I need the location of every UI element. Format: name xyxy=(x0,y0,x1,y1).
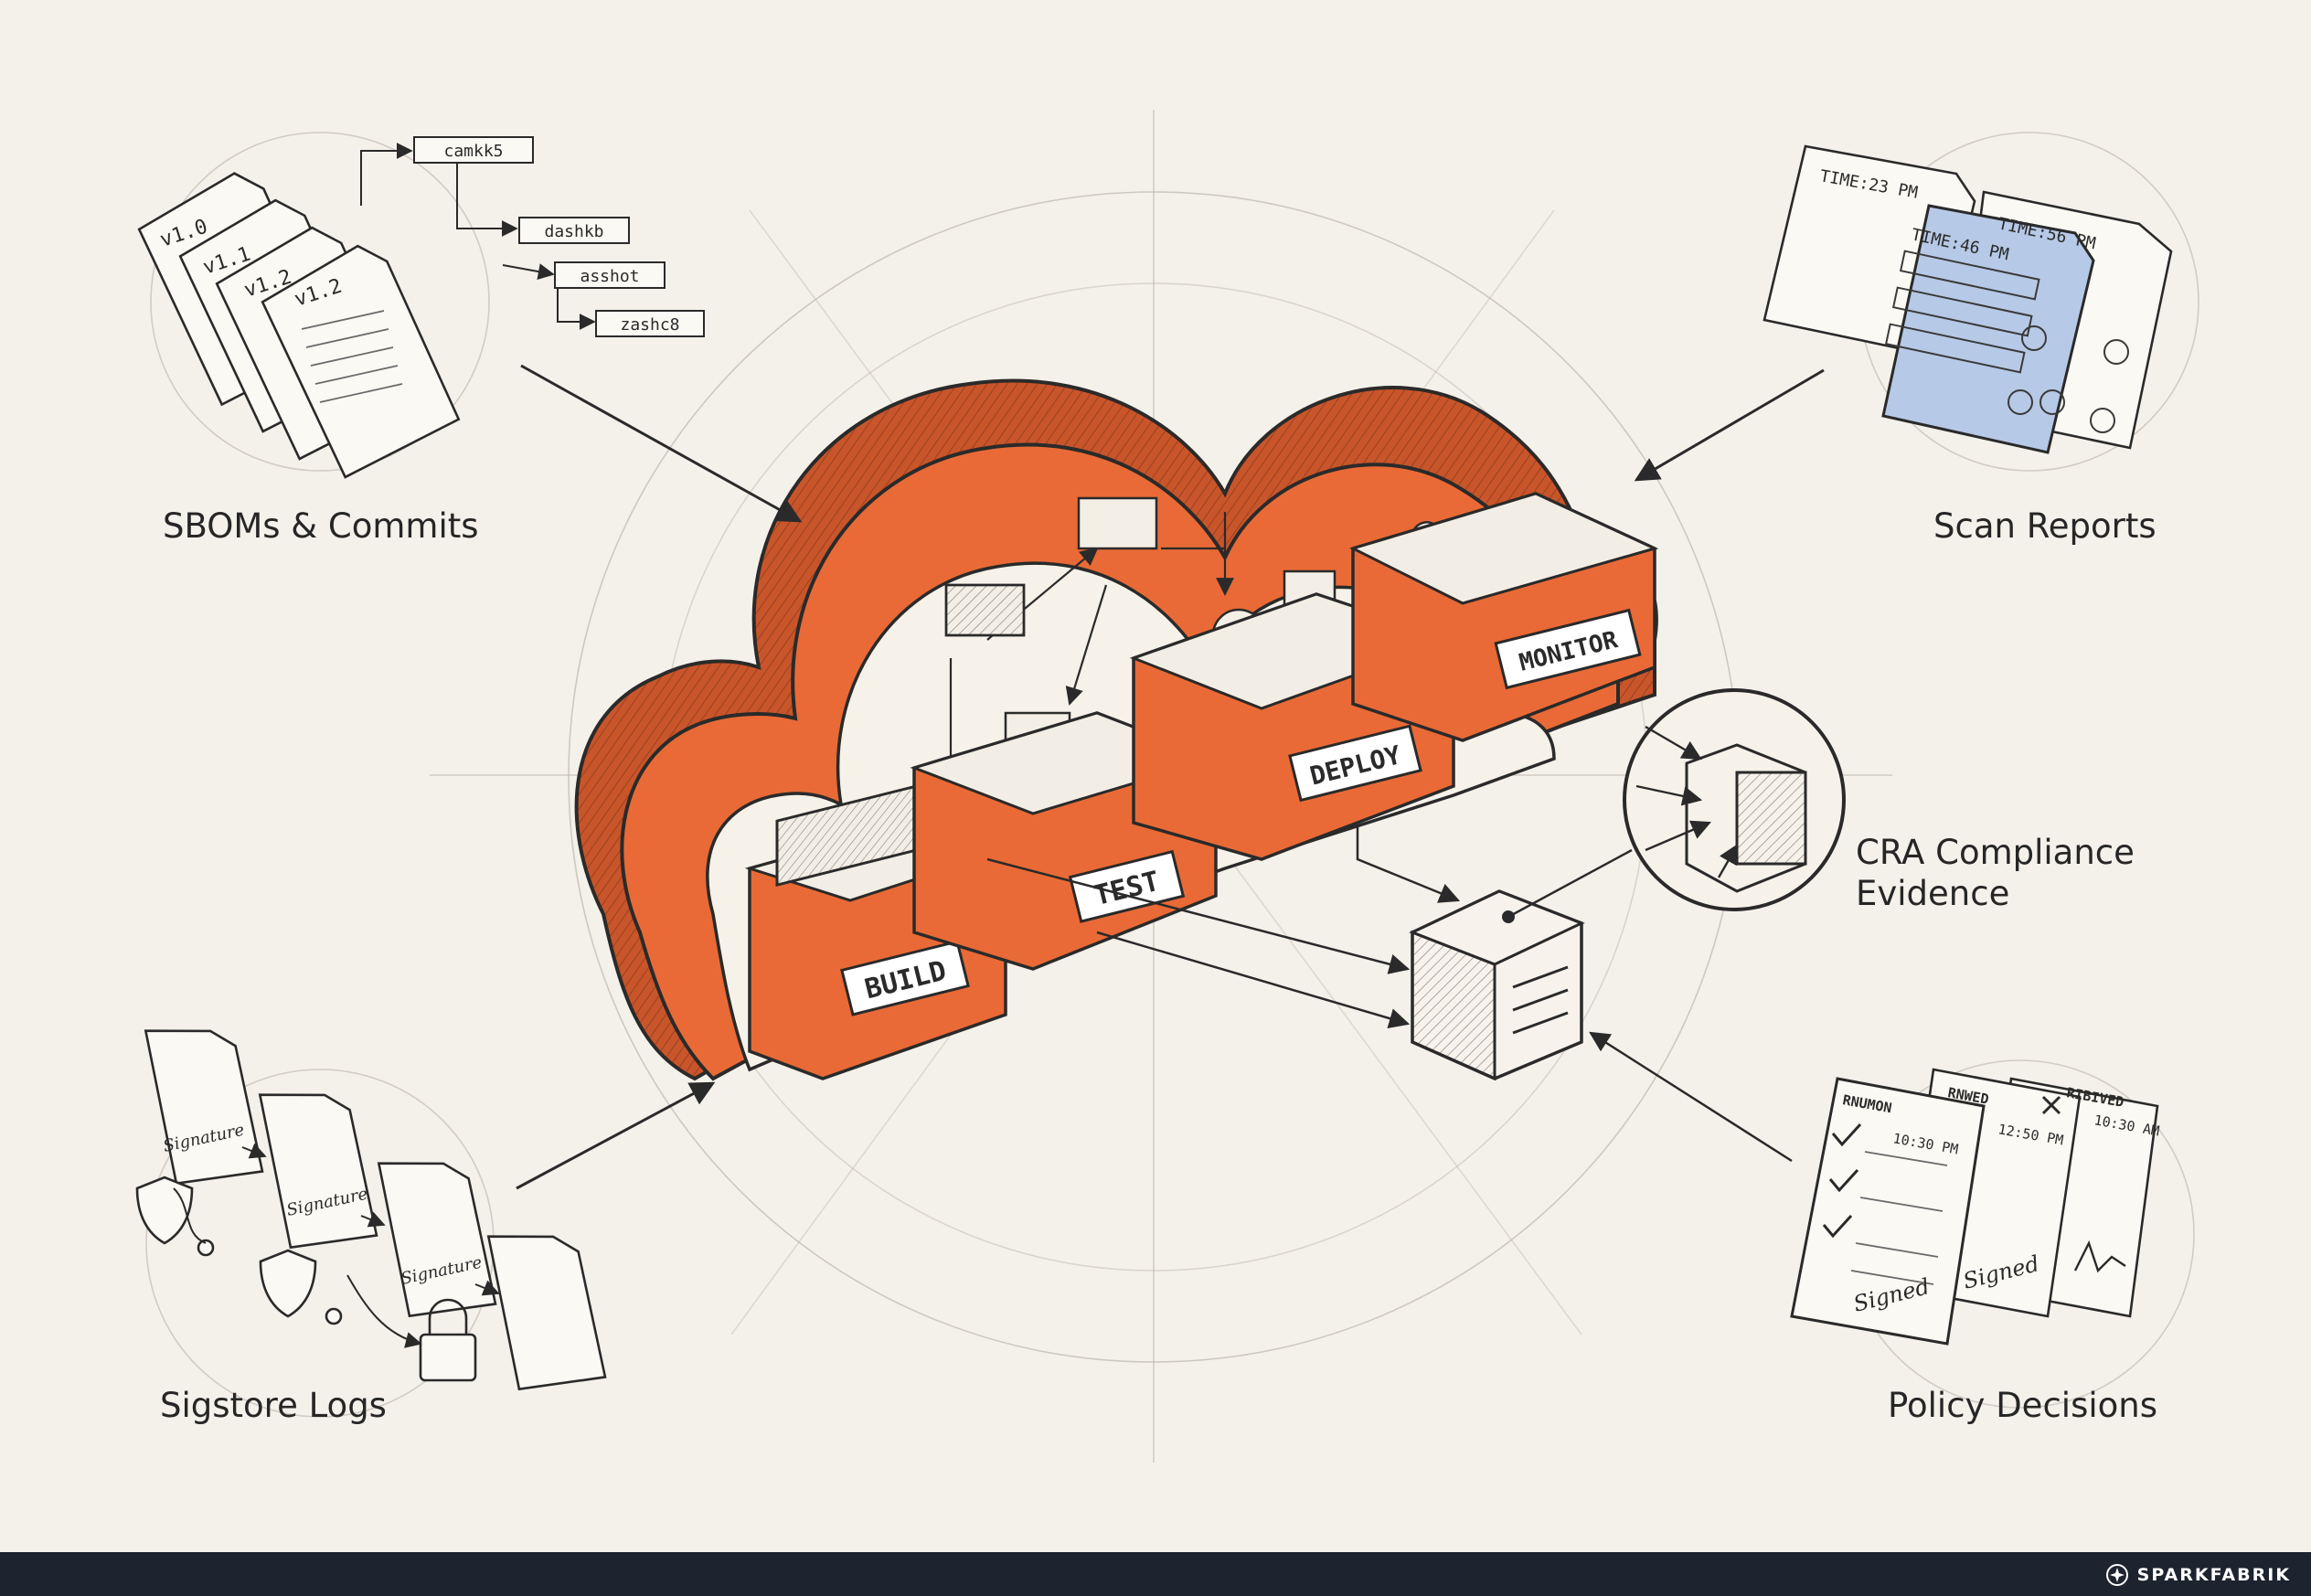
evidence-store xyxy=(1412,891,1581,1079)
label-cra-line2: Evidence xyxy=(1856,873,2009,915)
sbom-documents: v1.0 v1.1 v1.2 v1.2 camkk5 dashkb asshot… xyxy=(134,137,704,484)
brand-name: SPARKFABRIK xyxy=(2137,1565,2291,1585)
label-scan-reports: Scan Reports xyxy=(1933,505,2157,548)
commit-4: zashc8 xyxy=(620,315,679,335)
lock-icon xyxy=(421,1335,475,1380)
shield-icon xyxy=(261,1250,315,1316)
sparkfabrik-logo-icon xyxy=(2105,1563,2129,1587)
label-cra-line1: CRA Compliance xyxy=(1856,832,2135,874)
sigstore-documents: Signature Signature Signature xyxy=(137,1017,605,1390)
commit-3: asshot xyxy=(580,267,639,286)
commit-2: dashkb xyxy=(544,222,603,241)
scan-report-documents: TIME:23 PM TIME:46 PM TIME:56 PM xyxy=(1764,146,2171,452)
brand-logo[interactable]: SPARKFABRIK xyxy=(2105,1563,2291,1587)
commit-1: camkk5 xyxy=(443,142,503,161)
label-policy-decisions: Policy Decisions xyxy=(1888,1385,2157,1427)
label-sboms-commits: SBOMs & Commits xyxy=(163,505,479,548)
pipeline-illustration: BUILD TEST DEPLOY MONITOR xyxy=(0,0,2311,1552)
footer-bar: SPARKFABRIK xyxy=(0,1552,2311,1596)
label-sigstore-logs: Sigstore Logs xyxy=(160,1385,387,1427)
shield-icon xyxy=(137,1177,192,1243)
policy-documents: RNUMON RNWED RIBIVED 10:30 PM 12:50 PM 1… xyxy=(1792,1069,2161,1344)
